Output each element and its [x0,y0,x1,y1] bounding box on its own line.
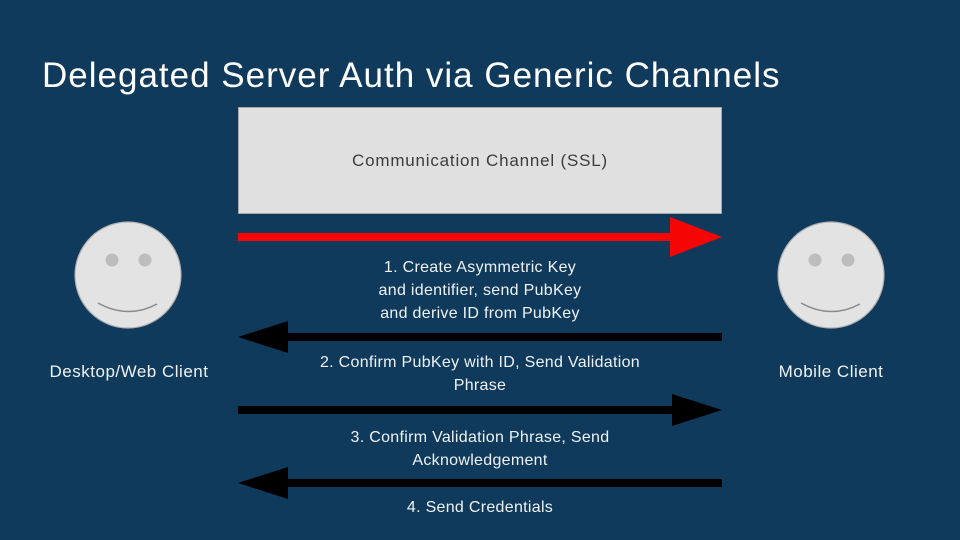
message-line: 4. Send Credentials [406,499,554,516]
communication-channel-box: Communication Channel (SSL) [238,107,722,214]
arrow-shaft [282,333,722,341]
message-line: 3. Confirm Validation Phrase, Send [350,429,610,446]
arrow-head-right-icon [670,217,722,257]
communication-channel-label: Communication Channel (SSL) [352,150,608,170]
message-line: and derive ID from PubKey [380,305,580,322]
arrow-shaft [282,479,722,487]
smiley-face-icon [777,221,885,329]
message-step1: 1. Create Asymmetric Key and identifier,… [238,256,722,325]
message-line: and identifier, send PubKey [378,282,582,299]
arrow-shaft [238,233,678,241]
mobile-client-label: Mobile Client [778,362,884,381]
message-step2: 2. Confirm PubKey with ID, Send Validati… [238,351,722,397]
arrow-step1-right [238,217,722,257]
message-line: Phrase [453,377,507,394]
smiley-face-icon [74,221,182,329]
arrow-step3-right [238,394,722,426]
message-step3: 3. Confirm Validation Phrase, Send Ackno… [238,426,722,472]
arrow-step2-left [238,321,722,353]
message-line: 2. Confirm PubKey with ID, Send Validati… [319,354,640,371]
message-line: 1. Create Asymmetric Key [383,259,577,276]
arrow-shaft [238,406,678,414]
arrow-step4-left [238,467,722,499]
desktop-client-label: Desktop/Web Client [49,362,209,381]
slide-title: Delegated Server Auth via Generic Channe… [42,56,781,95]
message-line: Acknowledgement [412,452,548,469]
arrow-head-right-icon [672,394,722,426]
arrow-head-left-icon [238,321,288,353]
message-step4: 4. Send Credentials [238,496,722,519]
arrow-head-left-icon [238,467,288,499]
